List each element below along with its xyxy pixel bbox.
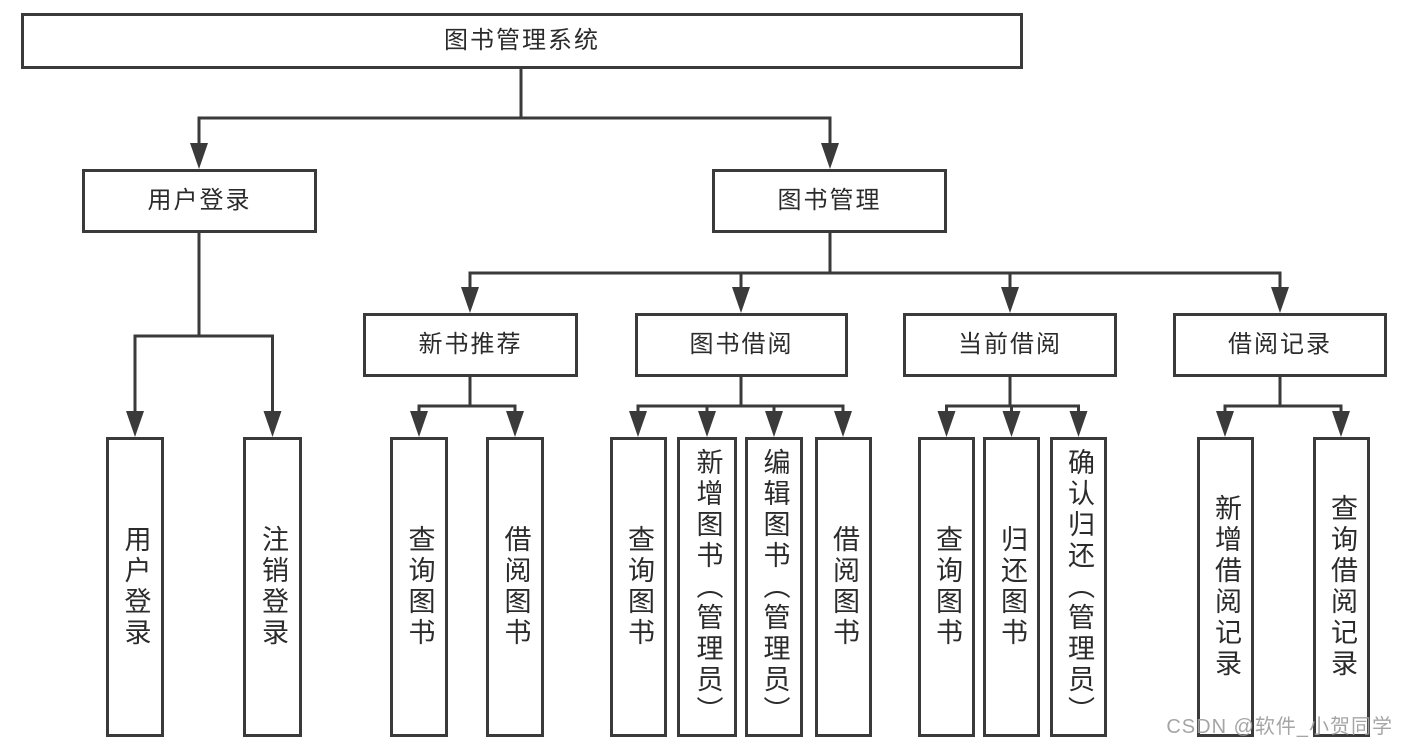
connector-borrowing-branch — [636, 404, 845, 424]
leaf-add-books-admin: 新增图书（管理员） — [677, 437, 737, 737]
arrowhead — [126, 411, 144, 437]
arrowheads — [126, 143, 1350, 437]
leaf-edit-books-admin: 编辑图书（管理员） — [745, 437, 803, 737]
arrowhead — [732, 287, 750, 313]
arrowhead — [629, 411, 647, 437]
leaf-label: 注销登录 — [258, 525, 288, 649]
node-library-management-system: 图书管理系统 — [21, 13, 1023, 69]
leaf-confirm-return-admin: 确认归还（管理员） — [1050, 437, 1107, 737]
leaf-label: 查询图书 — [624, 525, 654, 649]
leaf-query-borrow-record: 查询借阅记录 — [1313, 437, 1370, 737]
node-label: 图书借阅 — [689, 331, 794, 358]
arrowhead — [1069, 411, 1088, 437]
node-book-management: 图书管理 — [712, 169, 947, 233]
leaf-add-borrow-record: 新增借阅记录 — [1197, 437, 1254, 737]
leaf-query-books-borrowing: 查询图书 — [610, 437, 667, 737]
leaf-label: 借阅图书 — [829, 525, 859, 649]
csdn-watermark: CSDN @软件_小贺同学 — [1166, 716, 1393, 738]
leaf-label: 查询图书 — [932, 525, 962, 649]
node-new-book-recommend: 新书推荐 — [363, 313, 578, 377]
arrowhead — [410, 411, 428, 437]
arrowhead — [834, 411, 852, 437]
connector-root-branch — [197, 116, 832, 152]
arrowhead — [263, 411, 282, 437]
arrowhead — [1001, 287, 1019, 313]
arrowhead — [698, 411, 716, 437]
leaf-borrow-books-recommend: 借阅图书 — [486, 437, 544, 737]
node-label: 借阅记录 — [1228, 331, 1332, 358]
leaf-label: 借阅图书 — [500, 525, 531, 649]
leaf-label: 查询借阅记录 — [1327, 494, 1357, 680]
connector-user-login-branch — [133, 334, 274, 424]
node-label: 图书管理系统 — [444, 27, 600, 54]
leaf-borrow-books-borrowing: 借阅图书 — [815, 437, 872, 737]
arrowhead — [1271, 287, 1289, 313]
connector-book-mgmt-branch — [468, 271, 1282, 298]
node-label: 用户登录 — [147, 187, 252, 214]
leaf-label: 查询图书 — [404, 525, 435, 649]
arrowhead — [1002, 411, 1021, 437]
arrowhead — [461, 287, 479, 313]
leaf-query-books-recommend: 查询图书 — [390, 437, 448, 737]
arrowhead — [1216, 411, 1234, 437]
node-borrowing-records: 借阅记录 — [1173, 313, 1387, 377]
leaf-logout: 注销登录 — [243, 437, 302, 737]
leaf-label: 编辑图书（管理员） — [759, 447, 790, 727]
connector-new-book-branch — [417, 404, 517, 424]
leaf-label: 归还图书 — [997, 525, 1027, 649]
arrowhead — [190, 143, 208, 169]
arrowhead — [506, 411, 524, 437]
arrowhead — [765, 411, 783, 437]
leaf-label: 用户登录 — [120, 525, 151, 649]
leaf-user-login: 用户登录 — [106, 437, 164, 737]
node-label: 图书管理 — [777, 187, 882, 214]
node-label: 当前借阅 — [958, 331, 1062, 358]
leaf-label: 新增图书（管理员） — [692, 447, 723, 727]
connector-records-branch — [1223, 404, 1343, 424]
leaf-label: 确认归还（管理员） — [1064, 447, 1094, 727]
leaf-query-books-current: 查询图书 — [918, 437, 975, 737]
leaf-label: 新增借阅记录 — [1211, 494, 1241, 680]
node-current-borrowing: 当前借阅 — [903, 313, 1117, 377]
leaf-return-books: 归还图书 — [983, 437, 1040, 737]
node-user-login: 用户登录 — [82, 169, 317, 233]
arrowhead — [1332, 411, 1350, 437]
node-book-borrowing: 图书借阅 — [635, 313, 848, 377]
arrowhead — [821, 143, 839, 169]
arrowhead — [937, 411, 956, 437]
node-label: 新书推荐 — [418, 331, 523, 358]
